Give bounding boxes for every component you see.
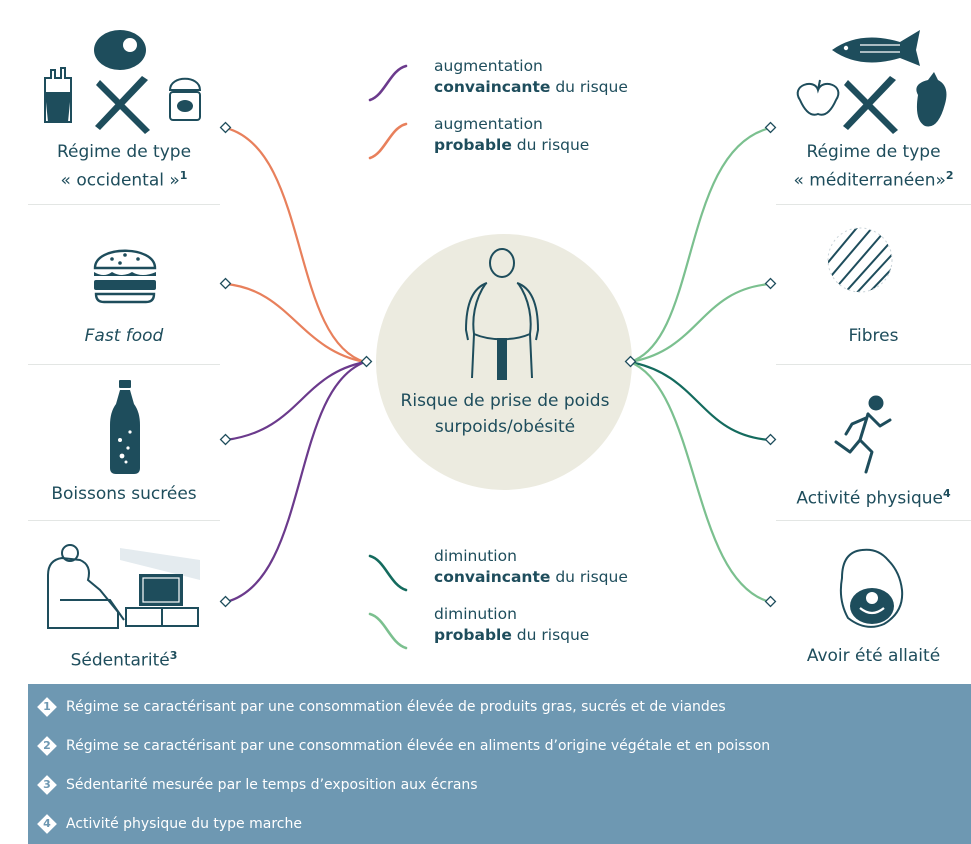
factor-mediterranean-diet-label: Régime de type « méditerranéen»2	[776, 140, 971, 193]
connector-sugary-drinks	[225, 360, 366, 442]
breastfeeding-icon	[839, 548, 904, 628]
connector-mediterranean-diet	[629, 126, 771, 364]
footnote-text: Régime se caractérisant par une consomma…	[66, 738, 771, 754]
footnote-marker-icon: 4	[37, 814, 57, 834]
footnote-ref-1: 1	[179, 169, 188, 182]
factor-physical-activity-text: Activité physique	[796, 488, 943, 509]
burger-icon	[93, 249, 157, 304]
factor-fast-food-label: Fast food	[84, 326, 164, 346]
legend-convincing-increase: augmentation convaincante du risque	[434, 56, 628, 98]
footnote-1: 1 Régime se caractérisant par une consom…	[37, 697, 726, 717]
connector-sedentarity	[225, 360, 366, 604]
connector-fibres	[629, 282, 771, 364]
factor-sedentarity-text: Sédentarité	[70, 650, 170, 671]
footnote-marker-icon: 2	[37, 736, 57, 756]
legend-line: augmentation	[434, 115, 543, 133]
legend-rest: du risque	[511, 626, 590, 644]
western-diet-icon	[44, 30, 202, 134]
endpoint-diamond	[219, 433, 232, 446]
footnote-4: 4 Activité physique du type marche	[37, 814, 302, 834]
footnote-ref-4: 4	[942, 487, 951, 500]
legend-line: diminution	[434, 605, 517, 623]
divider-left	[28, 204, 220, 205]
factor-western-diet-line2: « occidental »	[60, 170, 180, 191]
legend-strength: probable	[434, 136, 512, 154]
center-label: Risque de prise de poids surpoids/obésit…	[380, 388, 630, 440]
divider-left	[28, 520, 220, 521]
mediterranean-diet-icon	[796, 30, 947, 134]
divider-left	[28, 364, 220, 365]
factor-mediterranean-line1: Régime de type	[806, 142, 941, 162]
footnote-text: Activité physique du type marche	[66, 816, 302, 832]
person-legs	[497, 338, 507, 380]
endpoint-diamond	[219, 277, 232, 290]
legend-rest: du risque	[511, 136, 590, 154]
footnotes-panel: 1 Régime se caractérisant par une consom…	[28, 684, 971, 844]
legend-strength: convaincante	[434, 568, 551, 586]
legend-swatch-probable-decrease	[368, 612, 408, 650]
legend-strength: convaincante	[434, 78, 551, 96]
endpoint-diamond	[764, 595, 777, 608]
connector-breastfed	[629, 360, 771, 604]
legend-rest: du risque	[550, 568, 628, 586]
legend-line: augmentation	[434, 57, 543, 75]
endpoint-diamond	[219, 595, 232, 608]
divider-right	[776, 520, 971, 521]
endpoint-diamond	[764, 121, 777, 134]
footnote-2: 2 Régime se caractérisant par une consom…	[37, 736, 771, 756]
factor-western-diet-label: Régime de type « occidental »1	[28, 140, 220, 193]
endpoint-diamond	[219, 121, 232, 134]
legend-line: diminution	[434, 547, 517, 565]
endpoint-diamond	[624, 355, 637, 368]
legend-swatch-convincing-decrease	[368, 554, 408, 592]
center-label-line2: surpoids/obésité	[434, 417, 576, 437]
endpoint-diamond	[764, 277, 777, 290]
legend-swatch-convincing-increase	[368, 64, 408, 102]
legend-strength: probable	[434, 626, 512, 644]
connector-western-diet	[225, 126, 366, 364]
factor-sugary-drinks-label: Boissons sucrées	[51, 484, 197, 504]
endpoint-diamond	[360, 355, 373, 368]
footnote-marker-icon: 3	[37, 775, 57, 795]
screen-time-icon	[47, 544, 200, 629]
divider-right	[776, 204, 971, 205]
legend-probable-decrease: diminution probable du risque	[434, 604, 589, 646]
legend-convincing-decrease: diminution convaincante du risque	[434, 546, 628, 588]
factor-sedentarity-label: Sédentarité3	[28, 644, 220, 673]
runner-icon	[834, 395, 892, 474]
legend-probable-increase: augmentation probable du risque	[434, 114, 589, 156]
footnote-3: 3 Sédentarité mesurée par le temps d’exp…	[37, 775, 478, 795]
footnote-text: Sédentarité mesurée par le temps d’expos…	[66, 777, 478, 793]
soda-bottle-icon	[110, 380, 140, 474]
legend-rest: du risque	[550, 78, 628, 96]
factor-fibres-label: Fibres	[848, 326, 899, 346]
footnote-marker-icon: 1	[37, 697, 57, 717]
footnote-ref-3: 3	[169, 649, 178, 662]
factor-physical-activity-label: Activité physique4	[776, 482, 971, 511]
person-silhouette-icon	[464, 248, 540, 379]
divider-right	[776, 364, 971, 365]
fibres-icon	[827, 227, 893, 293]
connector-physical-activity	[629, 360, 771, 442]
factor-western-diet-line1: Régime de type	[56, 142, 192, 162]
center-label-line1: Risque de prise de poids	[400, 391, 610, 411]
legend-swatch-probable-increase	[368, 122, 408, 160]
connector-fast-food	[225, 282, 366, 364]
factor-mediterranean-line2: « méditerranéen»	[793, 170, 946, 191]
footnote-text: Régime se caractérisant par une consomma…	[66, 699, 726, 715]
factor-breastfed-label: Avoir été allaité	[806, 646, 941, 666]
footnote-ref-2: 2	[945, 169, 954, 182]
endpoint-diamond	[764, 433, 777, 446]
